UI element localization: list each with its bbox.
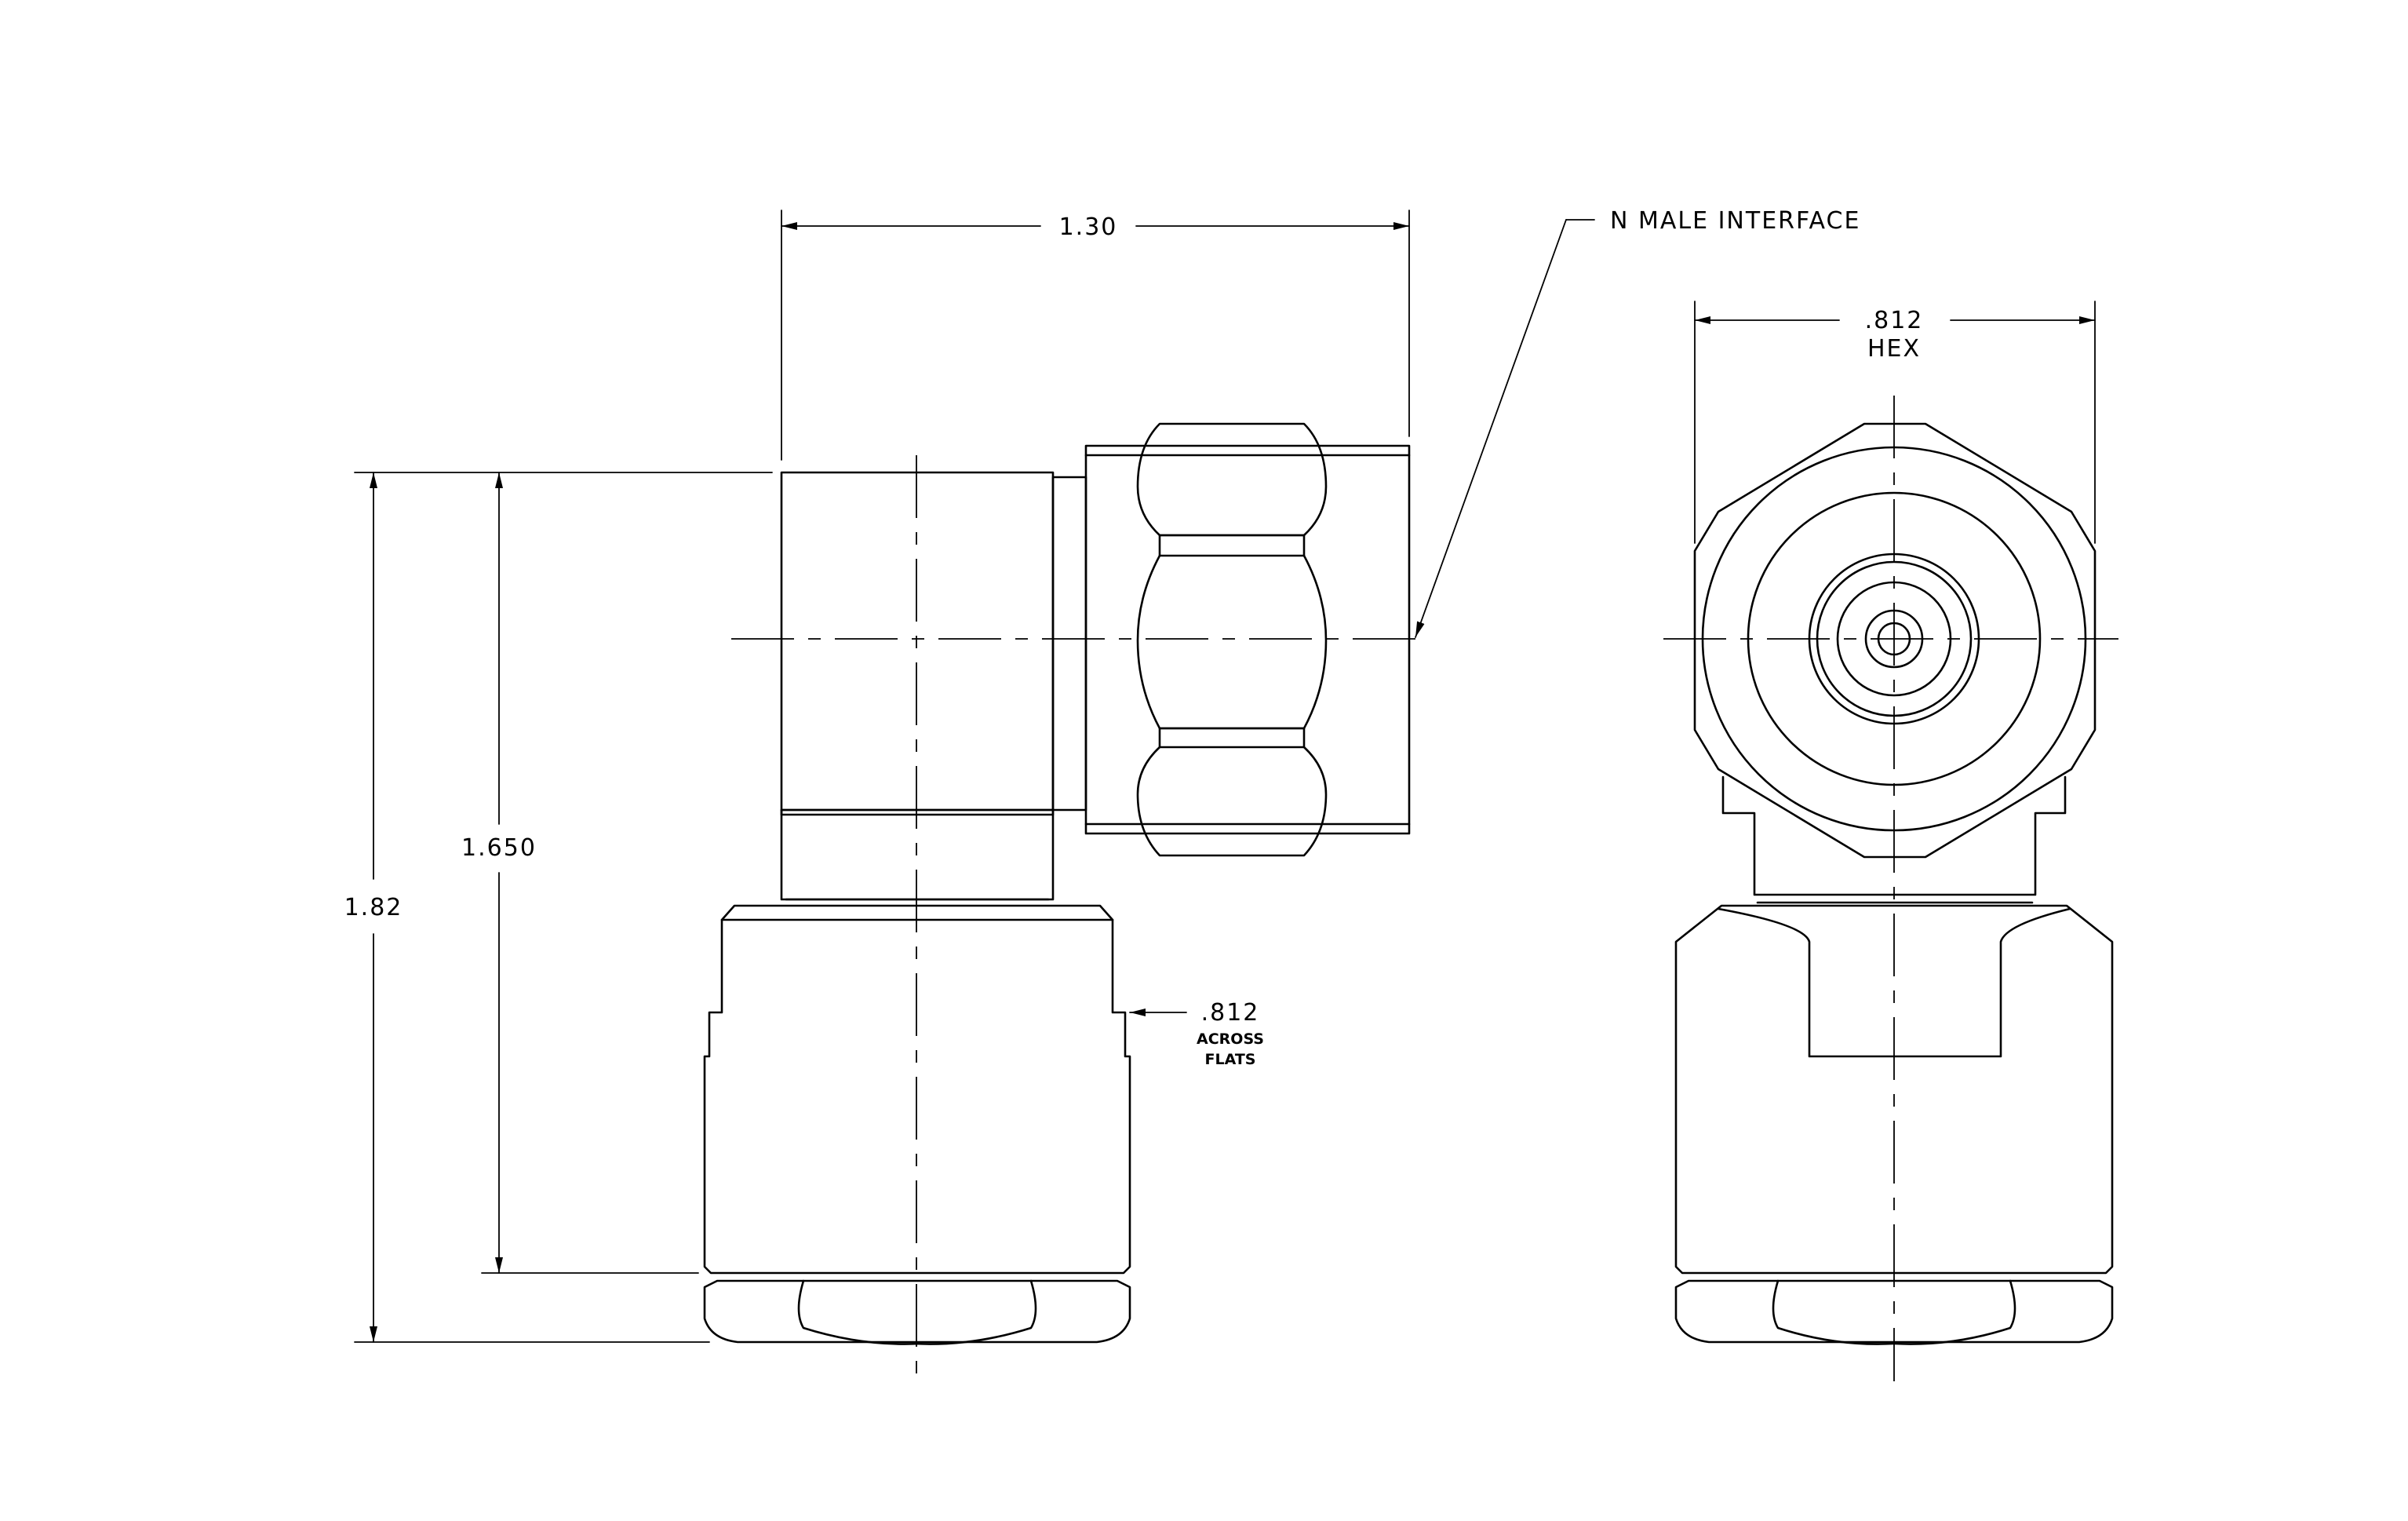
dim-hex-top-label: HEX xyxy=(1867,335,1921,363)
front-lower-body xyxy=(1674,904,2114,1275)
dim-height-inner: 1.650 xyxy=(461,472,699,1274)
body-step xyxy=(1051,476,1087,812)
n-male-connector xyxy=(1084,422,1411,857)
dim-height-outer-label: 1.82 xyxy=(344,894,403,921)
dim-hex-top: .812 HEX xyxy=(1694,301,2096,544)
dim-hex-top-value: .812 xyxy=(1865,307,1924,334)
side-view xyxy=(703,422,1428,1373)
dim-across-flats: .812 ACROSS FLATS xyxy=(1129,999,1264,1068)
body-block xyxy=(780,471,1055,816)
body-neck xyxy=(780,808,1055,901)
dim-width-top: 1.30 xyxy=(781,210,1410,461)
front-hex xyxy=(1693,422,2097,859)
dim-height-outer: 1.82 xyxy=(344,472,773,1343)
front-view xyxy=(1663,396,2118,1381)
callout-interface-label: N MALE INTERFACE xyxy=(1610,207,1860,235)
dim-across-flats-value: .812 xyxy=(1201,999,1260,1027)
callout-interface: N MALE INTERFACE xyxy=(1415,207,1860,638)
dim-across-flats-label-2: FLATS xyxy=(1205,1051,1256,1068)
lower-nut xyxy=(703,904,1131,1345)
dim-across-flats-label-1: ACROSS xyxy=(1197,1030,1264,1048)
dim-width-top-label: 1.30 xyxy=(1059,213,1118,241)
dim-height-inner-label: 1.650 xyxy=(461,834,537,862)
